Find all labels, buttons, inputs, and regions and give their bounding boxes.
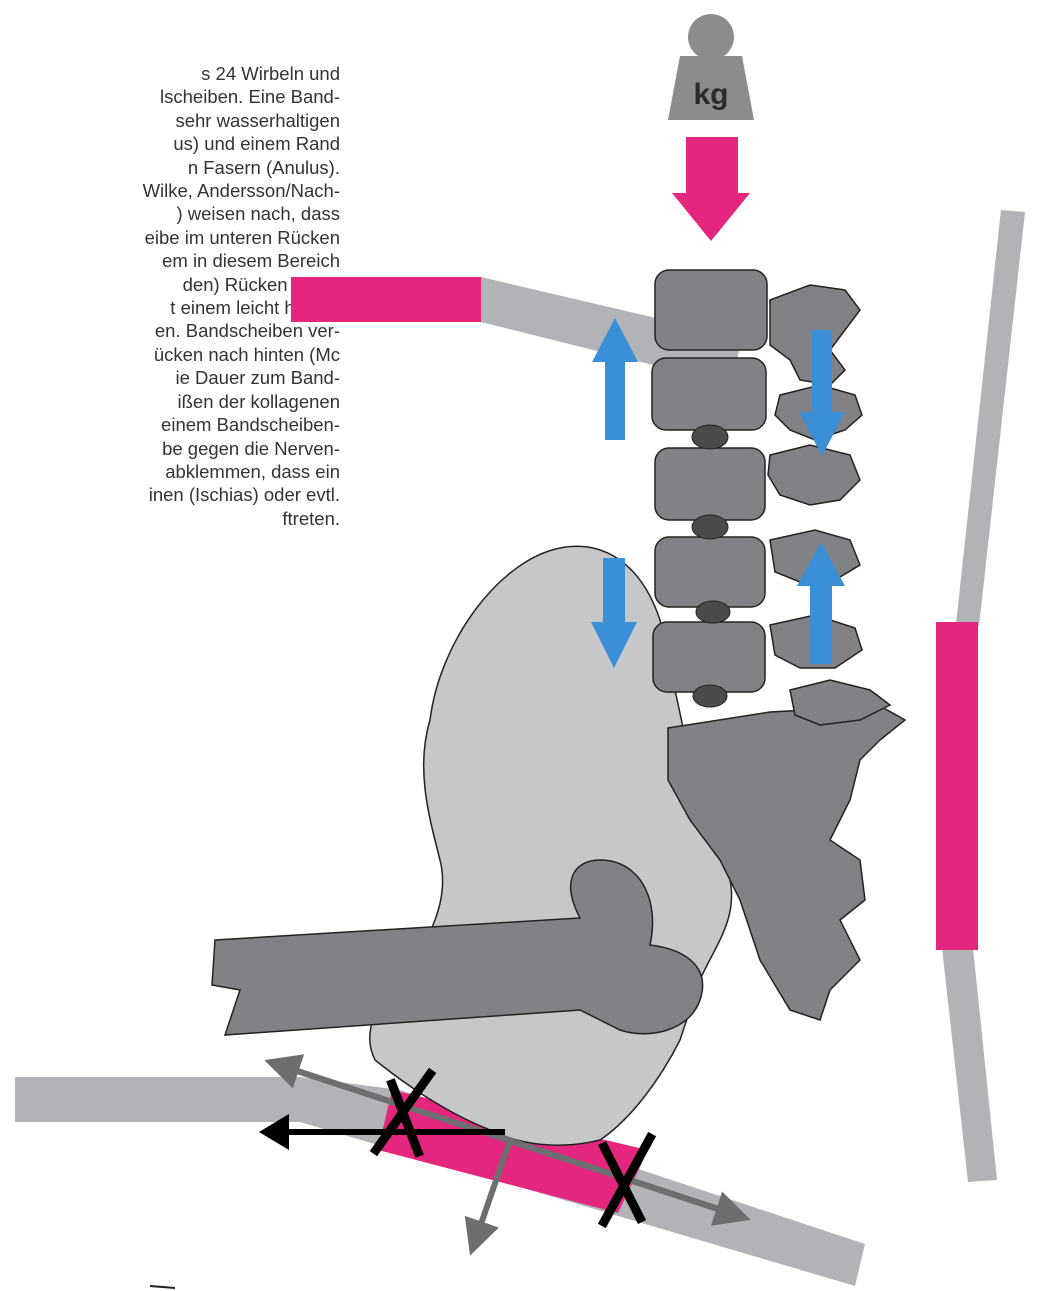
weight-label: kg xyxy=(693,78,728,111)
seat-grey-left xyxy=(15,1077,300,1122)
small-mark xyxy=(150,1286,175,1288)
backrest-contact-pad xyxy=(936,622,978,950)
backrest-lower xyxy=(942,948,997,1182)
backrest-upper xyxy=(956,210,1025,626)
upper-bar-magenta xyxy=(291,277,483,322)
load-arrow xyxy=(672,137,750,241)
vertebrae xyxy=(652,270,767,692)
weight-icon: kg xyxy=(668,14,754,120)
